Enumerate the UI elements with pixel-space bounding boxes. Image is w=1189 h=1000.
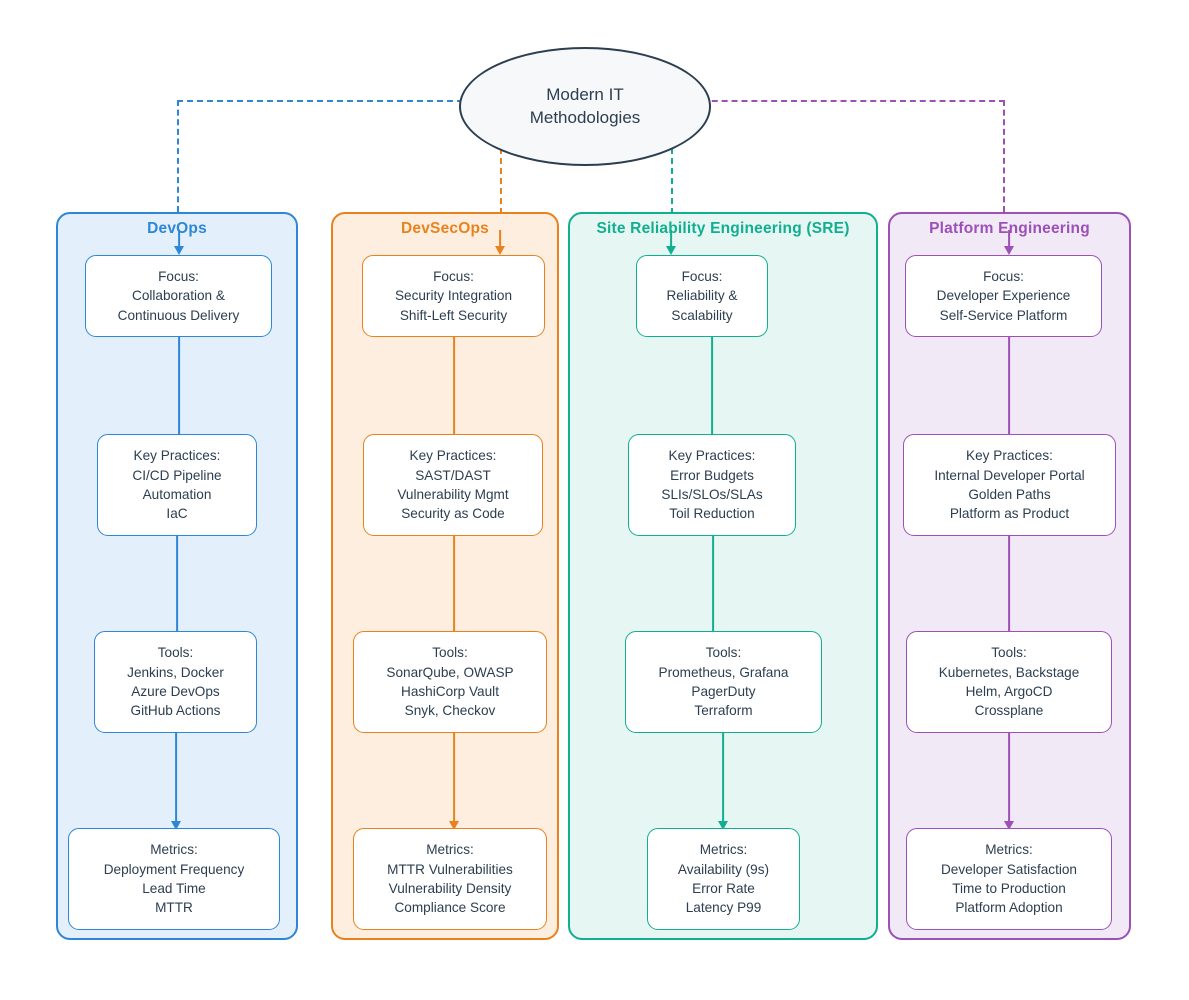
node-platform-tools[interactable]: Tools: Kubernetes, Backstage Helm, ArgoC… — [906, 631, 1112, 733]
connector-devops-focus-to-practices — [173, 337, 185, 445]
node-devsecops-practices-text: Key Practices: SAST/DAST Vulnerability M… — [397, 448, 509, 522]
node-devsecops-metrics-text: Metrics: MTTR Vulnerabilities Vulnerabil… — [387, 842, 513, 916]
node-sre-metrics-text: Metrics: Availability (9s) Error Rate La… — [677, 842, 770, 916]
panel-title-devops: DevOps — [147, 220, 207, 237]
node-devops-practices-text: Key Practices: CI/CD Pipeline Automation… — [132, 448, 222, 522]
connector-devops-title-to-focus — [173, 230, 185, 255]
panel-title-sre: Site Reliability Engineering (SRE) — [596, 220, 850, 237]
node-devops-metrics[interactable]: Metrics: Deployment Frequency Lead Time … — [68, 828, 280, 930]
node-devops-metrics-text: Metrics: Deployment Frequency Lead Time … — [103, 842, 245, 916]
root-connector-platform-vertical — [1003, 100, 1005, 212]
connector-devsecops-practices-to-tools — [448, 536, 460, 642]
node-sre-practices-text: Key Practices: Error Budgets SLIs/SLOs/S… — [661, 448, 763, 522]
node-devsecops-tools-text: Tools: SonarQube, OWASP HashiCorp Vault … — [386, 645, 514, 719]
node-sre-metrics[interactable]: Metrics: Availability (9s) Error Rate La… — [647, 828, 800, 930]
root-node-label: Modern IT Methodologies — [529, 85, 641, 127]
node-devops-practices[interactable]: Key Practices: CI/CD Pipeline Automation… — [97, 434, 257, 536]
node-devsecops-focus-text: Focus: Security Integration Shift-Left S… — [394, 269, 513, 323]
connector-sre-tools-to-metrics — [717, 733, 729, 830]
connector-platform-tools-to-metrics — [1003, 733, 1015, 830]
connector-devops-practices-to-tools — [171, 536, 183, 642]
node-sre-practices[interactable]: Key Practices: Error Budgets SLIs/SLOs/S… — [628, 434, 796, 536]
connector-platform-title-to-focus — [1003, 230, 1015, 255]
root-connector-sre-vertical — [671, 148, 673, 214]
node-platform-focus-text: Focus: Developer Experience Self-Service… — [936, 269, 1071, 323]
node-devsecops-practices[interactable]: Key Practices: SAST/DAST Vulnerability M… — [363, 434, 543, 536]
node-platform-tools-text: Tools: Kubernetes, Backstage Helm, ArgoC… — [938, 645, 1080, 719]
node-devops-tools-text: Tools: Jenkins, Docker Azure DevOps GitH… — [127, 645, 224, 719]
root-connector-devops-vertical — [177, 100, 179, 212]
connector-devsecops-focus-to-practices — [448, 337, 460, 445]
node-platform-practices[interactable]: Key Practices: Internal Developer Portal… — [903, 434, 1116, 536]
node-platform-metrics-text: Metrics: Developer Satisfaction Time to … — [940, 842, 1077, 916]
connector-devsecops-tools-to-metrics — [448, 733, 460, 830]
node-platform-focus[interactable]: Focus: Developer Experience Self-Service… — [905, 255, 1102, 337]
node-sre-tools[interactable]: Tools: Prometheus, Grafana PagerDuty Ter… — [625, 631, 822, 733]
node-devsecops-metrics[interactable]: Metrics: MTTR Vulnerabilities Vulnerabil… — [353, 828, 547, 930]
node-devsecops-focus[interactable]: Focus: Security Integration Shift-Left S… — [362, 255, 545, 337]
root-connector-platform-horizontal — [583, 100, 1005, 102]
panel-title-devsecops: DevSecOps — [401, 220, 489, 237]
connector-platform-practices-to-tools — [1003, 536, 1015, 642]
connector-sre-title-to-focus — [665, 230, 677, 255]
root-node-modern-it-methodologies[interactable]: Modern IT Methodologies — [459, 47, 711, 166]
node-sre-tools-text: Tools: Prometheus, Grafana PagerDuty Ter… — [658, 645, 789, 719]
connector-sre-focus-to-practices — [706, 337, 718, 445]
root-connector-devsecops-vertical — [500, 148, 502, 214]
connector-platform-focus-to-practices — [1003, 337, 1015, 445]
node-sre-focus-text: Focus: Reliability & Scalability — [666, 269, 738, 323]
node-devops-tools[interactable]: Tools: Jenkins, Docker Azure DevOps GitH… — [94, 631, 257, 733]
node-devsecops-tools[interactable]: Tools: SonarQube, OWASP HashiCorp Vault … — [353, 631, 547, 733]
node-platform-metrics[interactable]: Metrics: Developer Satisfaction Time to … — [906, 828, 1112, 930]
panel-title-platform-engineering: Platform Engineering — [929, 220, 1090, 237]
connector-sre-practices-to-tools — [707, 536, 719, 642]
node-platform-practices-text: Key Practices: Internal Developer Portal… — [934, 448, 1085, 522]
connector-devops-tools-to-metrics — [170, 733, 182, 830]
node-devops-focus[interactable]: Focus: Collaboration & Continuous Delive… — [85, 255, 272, 337]
node-sre-focus[interactable]: Focus: Reliability & Scalability — [636, 255, 768, 337]
connector-devsecops-title-to-focus — [494, 230, 506, 255]
root-connector-devops-horizontal — [177, 100, 583, 102]
node-devops-focus-text: Focus: Collaboration & Continuous Delive… — [117, 269, 240, 323]
